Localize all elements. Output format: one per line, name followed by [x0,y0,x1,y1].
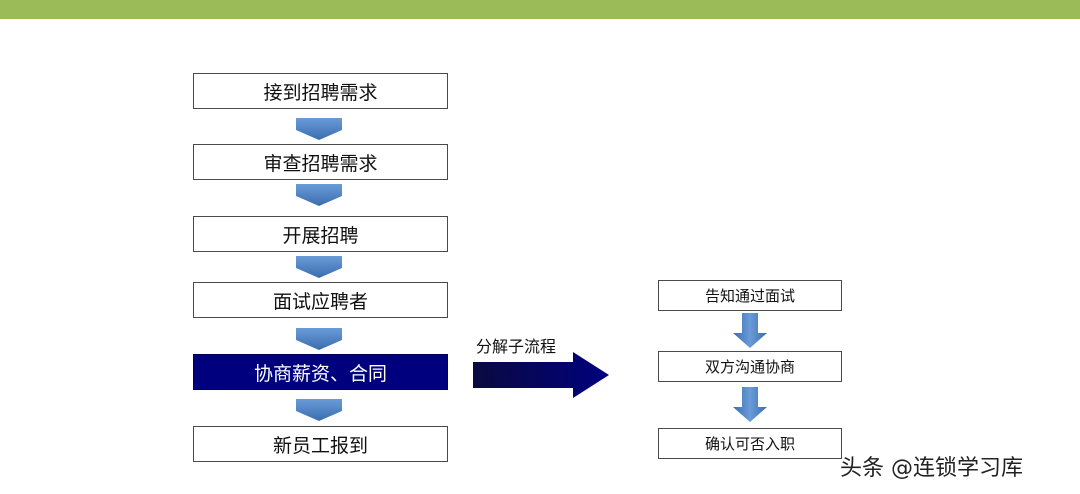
down-arrow-icon [733,313,767,348]
main-step-3-label: 开展招聘 [282,224,359,247]
main-step-6: 新员工报到 [193,426,448,462]
top-accent-bar [0,0,1080,19]
sub-step-1: 告知通过面试 [658,280,842,311]
sub-step-3: 确认可否入职 [658,428,842,459]
sub-step-3-label: 确认可否入职 [704,435,795,453]
sub-step-2-label: 双方沟通协商 [704,358,795,376]
main-step-4-label: 面试应聘者 [272,290,368,313]
down-arrow-icon [296,118,342,140]
branch-label: 分解子流程 [476,337,557,356]
main-step-1: 接到招聘需求 [193,73,448,109]
main-step-3: 开展招聘 [193,216,448,252]
main-step-2-label: 审查招聘需求 [263,152,378,175]
main-step-5-highlighted: 协商薪资、合同 [193,354,448,390]
main-step-6-label: 新员工报到 [272,434,368,457]
main-step-2: 审查招聘需求 [193,144,448,180]
sub-step-1-label: 告知通过面试 [704,287,795,305]
main-step-1-label: 接到招聘需求 [263,81,378,104]
main-step-4: 面试应聘者 [193,282,448,318]
right-arrow-icon [473,352,609,398]
down-arrow-icon [296,328,342,350]
sub-step-2: 双方沟通协商 [658,351,842,382]
down-arrow-icon [296,399,342,421]
down-arrow-icon [296,184,342,206]
down-arrow-icon [733,387,767,422]
down-arrow-icon [296,256,342,278]
watermark: 头条 @连锁学习库 [840,456,1023,481]
main-step-5-label: 协商薪资、合同 [253,362,387,385]
